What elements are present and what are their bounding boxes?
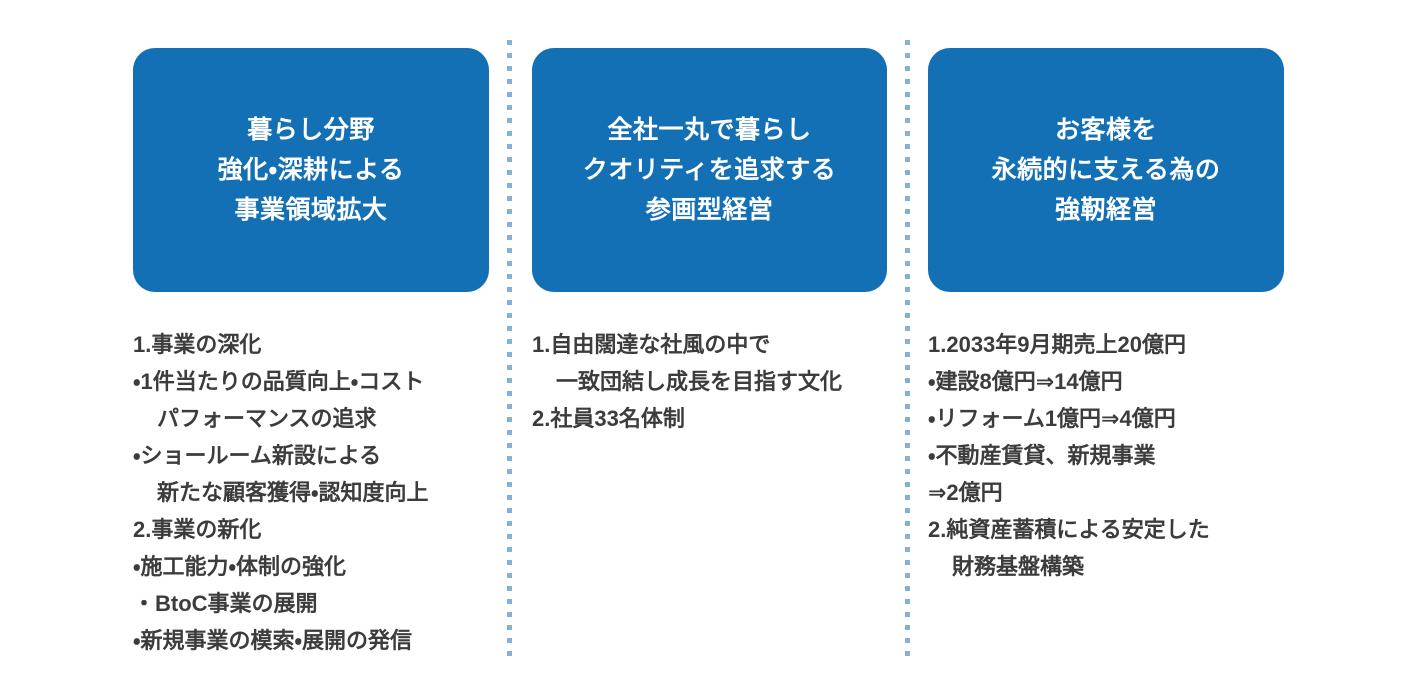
- list-item: 1.自由闊達な社風の中で: [532, 332, 771, 357]
- column-2-body-list: 1.自由闊達な社風の中で 一致団結し成長を目指す文化 2.社員33名体制: [532, 326, 885, 437]
- column-3-header-card: お客様を 永続的に支える為の 強靭経営: [928, 48, 1284, 292]
- strategy-column-2: 全社一丸で暮らし クオリティを追求する 参画型経営 1.自由闊達な社風の中で 一…: [505, 0, 905, 700]
- list-item: 財務基盤構築: [952, 554, 1085, 579]
- list-item: ・リフォーム1億円⇒4億円: [928, 406, 1176, 431]
- column-2-header-card: 全社一丸で暮らし クオリティを追求する 参画型経営: [532, 48, 887, 292]
- list-item: ・BtoC事業の展開: [133, 591, 318, 616]
- list-item: 1.2033年9月期売上20億円: [928, 332, 1186, 357]
- list-item: 2.事業の新化: [133, 517, 262, 542]
- list-item: ・新規事業の模索・展開の発信: [133, 628, 412, 653]
- list-item: 一致団結し成長を目指す文化: [556, 369, 843, 394]
- column-1-header-card: 暮らし分野 強化・深耕による 事業領域拡大: [133, 48, 489, 292]
- column-2-card-title: 全社一丸で暮らし クオリティを追求する 参画型経営: [582, 116, 837, 224]
- column-1-card-title: 暮らし分野 強化・深耕による 事業領域拡大: [217, 116, 405, 224]
- list-item: 2.純資産蓄積による安定した: [928, 517, 1210, 542]
- list-item: ・建設8億円⇒14億円: [928, 369, 1123, 394]
- list-item: ・ショールーム新設による: [133, 443, 382, 468]
- list-item: ・不動産賃貸、新規事業: [928, 443, 1156, 468]
- list-item: 新たな顧客獲得・認知度向上: [157, 480, 429, 505]
- column-3-body-list: 1.2033年9月期売上20億円 ・建設8億円⇒14億円 ・リフォーム1億円⇒4…: [928, 326, 1390, 585]
- list-item: ・1件当たりの品質向上・コスト: [133, 369, 425, 394]
- column-1-body-list: 1.事業の深化 ・1件当たりの品質向上・コスト パフォーマンスの追求 ・ショール…: [133, 326, 489, 659]
- list-item: ・施工能力・体制の強化: [133, 554, 346, 579]
- strategy-column-1: 暮らし分野 強化・深耕による 事業領域拡大 1.事業の深化 ・1件当たりの品質向…: [0, 0, 505, 700]
- column-divider-2: [905, 40, 910, 656]
- column-3-card-title: お客様を 永続的に支える為の 強靭経営: [991, 116, 1221, 224]
- column-divider-1: [507, 40, 512, 656]
- list-item: 1.事業の深化: [133, 332, 262, 357]
- list-item: 2.社員33名体制: [532, 406, 685, 431]
- list-item: ⇒2億円: [928, 480, 1003, 505]
- strategy-column-3: お客様を 永続的に支える為の 強靭経営 1.2033年9月期売上20億円 ・建設…: [905, 0, 1410, 700]
- list-item: パフォーマンスの追求: [157, 406, 377, 431]
